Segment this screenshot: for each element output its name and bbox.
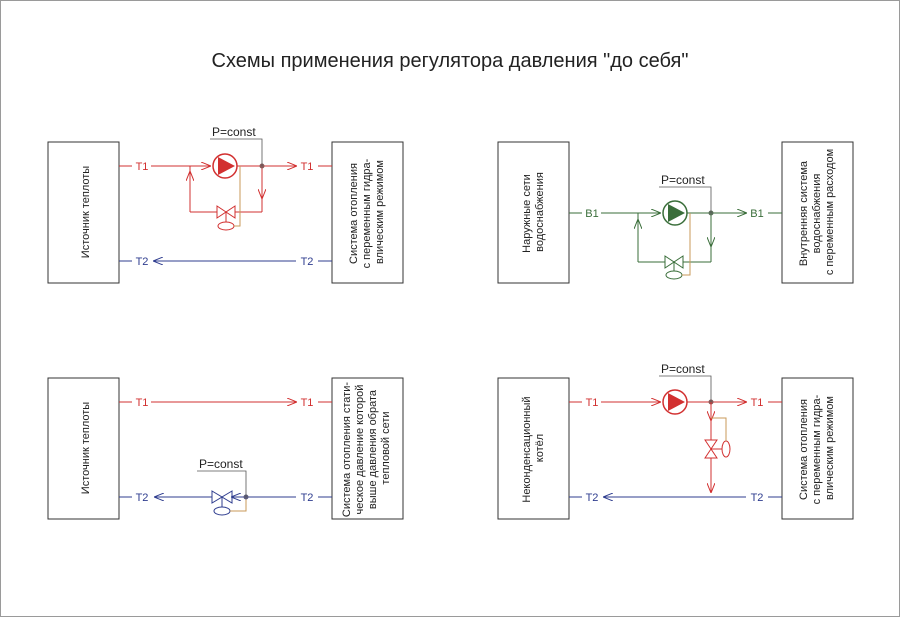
heating-system-box: [331, 377, 404, 520]
return-right-label: T2: [301, 256, 314, 268]
diaphragm-icon: [665, 270, 683, 280]
regulator-label: P=const: [212, 125, 256, 139]
heat-source-label: Источник теплоты: [80, 166, 92, 258]
heating-system-box: [331, 141, 404, 284]
callout-leader: [197, 470, 247, 497]
heating-system-label: Система отопления с переменным гидра- вл…: [798, 392, 836, 505]
heating-system-label: Система отопления стати- ческое давление…: [341, 379, 392, 517]
supply-right-label: T1: [301, 161, 314, 173]
boiler-box: [497, 377, 570, 520]
pump-icon: [668, 393, 685, 411]
regulator-label: P=const: [661, 362, 705, 376]
diaphragm-icon: [721, 440, 731, 458]
supply-left-label: T1: [136, 161, 149, 173]
return-left-label: T2: [136, 256, 149, 268]
line-left-label: B1: [585, 208, 598, 220]
callout-leader: [210, 138, 263, 166]
regulator-label: P=const: [661, 173, 705, 187]
supply-right-label: T1: [751, 397, 764, 409]
heat-source-box: [47, 141, 120, 284]
impulse-line: [711, 417, 727, 441]
callout-leader: [659, 186, 712, 213]
return-right-label: T2: [751, 492, 764, 504]
impulse-line: [682, 213, 691, 276]
diagram-3: Источник теплоты Система отопления стати…: [47, 377, 404, 520]
internal-system-label: Внутренняя система водоснабжения с перем…: [798, 149, 836, 275]
diaphragm-icon: [217, 221, 235, 231]
heating-system-label: Система отопления с переменным гидра- вл…: [348, 156, 386, 269]
supply-left-label: T1: [586, 397, 599, 409]
pump-icon: [218, 157, 235, 175]
diagram-2: Наружные сети водоснабжения Внутренняя с…: [497, 141, 854, 284]
regulator-label: P=const: [199, 457, 243, 471]
page-title: Схемы применения регулятора давления "до…: [211, 50, 689, 72]
impulse-line: [230, 497, 247, 512]
supply-left-label: T1: [136, 397, 149, 409]
return-left-label: T2: [136, 492, 149, 504]
diagram-4: Неконденсационный котёл Система отоплени…: [497, 362, 854, 520]
pump-icon: [668, 204, 685, 222]
return-right-label: T2: [301, 492, 314, 504]
callout-leader: [659, 375, 712, 402]
diagram-1: Источник теплоты Система отопления с пер…: [47, 125, 404, 284]
boiler-label: Неконденсационный котёл: [521, 393, 546, 502]
heat-source-label: Источник теплоты: [80, 402, 92, 494]
return-left-label: T2: [586, 492, 599, 504]
heat-source-box: [47, 377, 120, 520]
supply-right-label: T1: [301, 397, 314, 409]
impulse-line: [234, 166, 241, 227]
line-right-label: B1: [750, 208, 763, 220]
diaphragm-icon: [213, 506, 231, 516]
outer-network-label: Наружные сети водоснабжения: [521, 171, 546, 253]
heating-system-box: [781, 377, 854, 520]
